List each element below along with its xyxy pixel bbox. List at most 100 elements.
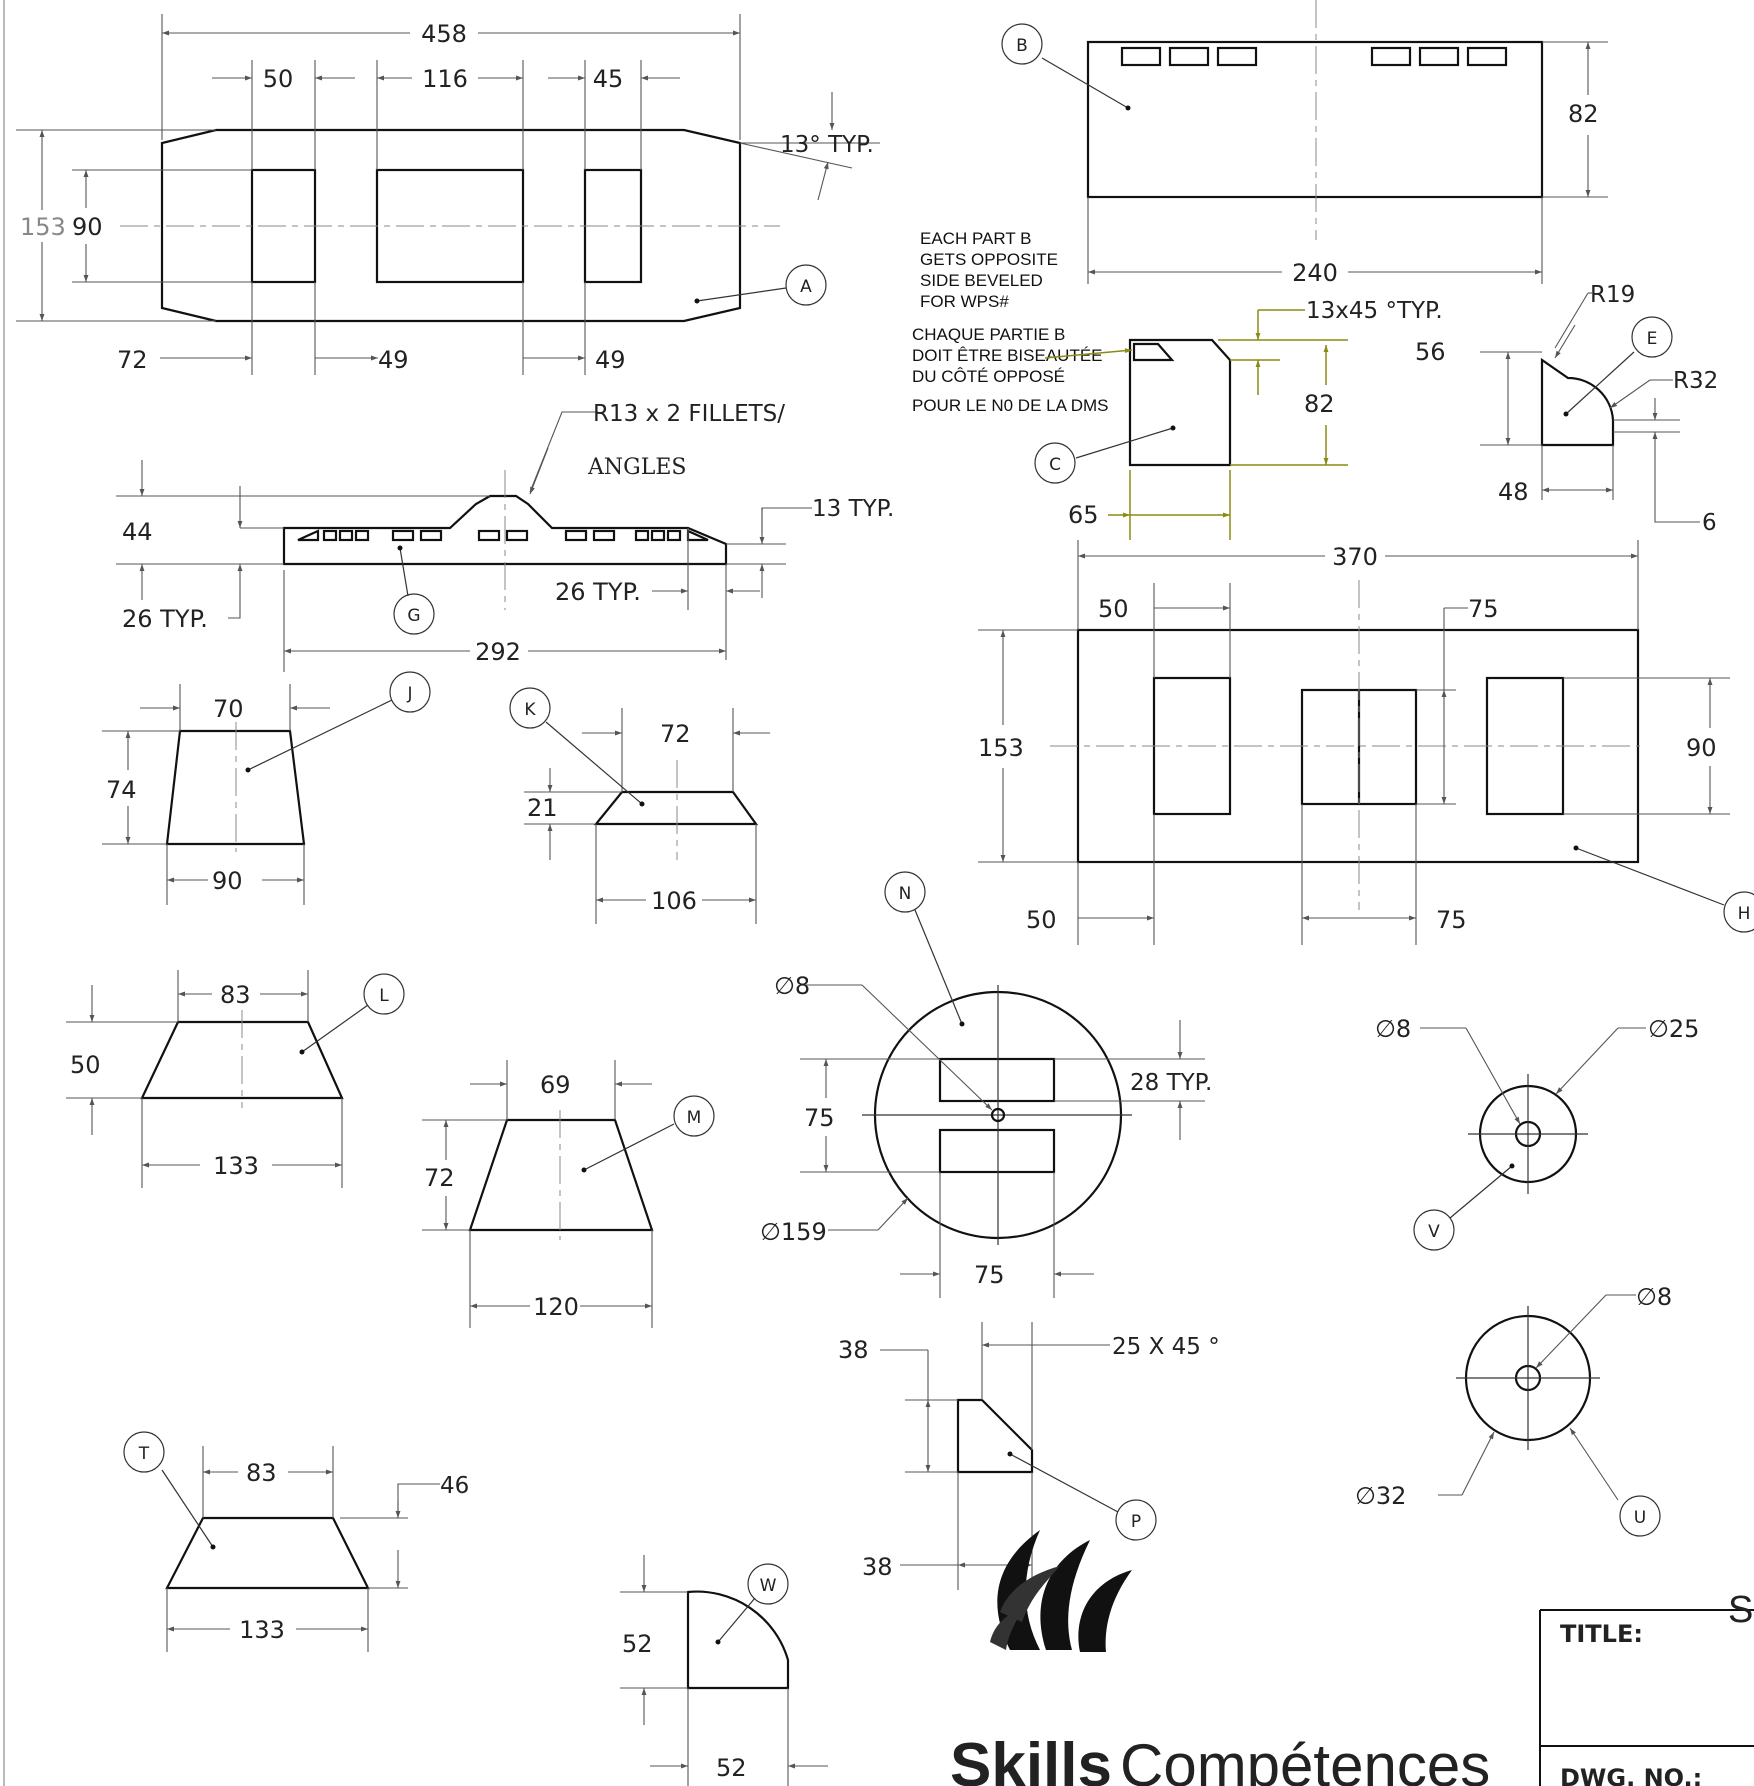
dim-j-74: 74 [106,776,137,804]
part-b-outline [1086,40,1544,199]
dim-c-chamfer: 13x45 °TYP. [1306,298,1443,324]
svg-text:N: N [899,884,912,904]
part-p: 38 25 X 45 ° 38 P [838,1322,1220,1590]
dim-c-65: 65 [1068,501,1099,529]
logo-text-skills: Skills [950,1731,1112,1786]
svg-text:C: C [1049,455,1061,475]
svg-text:M: M [687,1108,702,1128]
svg-text:H: H [1738,904,1751,924]
dim-a-458: 458 [421,20,467,48]
part-v: 83 46 133 T [123,1431,469,1652]
dim-e-6: 6 [1702,510,1717,536]
svg-text:T: T [138,1444,150,1464]
dim-u-dia: ∅32 [1355,1482,1406,1510]
svg-text:B: B [1016,36,1028,56]
logo-text-competences: Compétences [1120,1732,1490,1786]
callout-p [1115,1499,1157,1541]
dim-a-72: 72 [117,346,148,374]
dim-l-dia: ∅159 [760,1218,827,1246]
dim-a-49-left: 49 [378,346,409,374]
dim-p-38-bottom: 38 [862,1553,893,1581]
callout-a [785,264,827,306]
callout-j [389,671,431,713]
dim-k-72: 72 [660,720,691,748]
svg-text:G: G [407,606,420,626]
svg-text:DOIT ÊTRE BISEAUTÉE: DOIT ÊTRE BISEAUTÉE [912,346,1103,365]
dim-n-69: 69 [540,1071,571,1099]
dim-v-133: 133 [239,1616,285,1644]
svg-text:K: K [524,700,536,720]
part-a-outline [160,128,742,323]
dim-v-83: 83 [246,1459,277,1487]
dim-a-49-right: 49 [595,346,626,374]
svg-text:GETS OPPOSITE: GETS OPPOSITE [920,250,1058,269]
dim-t-dia: ∅25 [1648,1015,1699,1043]
dim-l-75-v: 75 [804,1104,835,1132]
dim-a-90: 90 [72,213,103,241]
dim-h-bottom-75: 75 [1436,906,1467,934]
dim-n-72: 72 [424,1164,455,1192]
callout-u [1619,1495,1661,1537]
dim-k-106: 106 [651,887,697,915]
part-a: 458 50 116 45 13° TYP. 153 90 72 49 49 [16,14,880,375]
part-h: 370 50 75 153 90 50 75 [978,540,1754,945]
part-k: 72 21 106 K [509,687,770,924]
dim-u-hole: ∅8 [1636,1283,1672,1311]
callout-e [1631,316,1673,358]
dim-h-top-75: 75 [1468,595,1499,623]
dim-g-26-right: 26 TYP. [555,578,641,606]
callout-m [363,973,405,1015]
dim-e-48: 48 [1498,478,1529,506]
part-w-outline [686,1590,790,1690]
svg-text:L: L [379,986,389,1006]
part-m: 83 50 133 L [66,970,405,1188]
dim-b-82: 82 [1568,100,1599,128]
dim-h-153: 153 [978,734,1024,762]
dim-a-50: 50 [263,65,294,93]
callout-v [123,1431,165,1473]
dim-m-133: 133 [213,1152,259,1180]
part-k-outline [593,790,759,826]
svg-text:FOR WPS#: FOR WPS# [920,292,1009,311]
title-label: TITLE: [1560,1620,1643,1648]
callout-k [509,687,551,729]
callout-h [1723,891,1754,933]
dim-j-70: 70 [213,695,244,723]
svg-text:SIDE BEVELED: SIDE BEVELED [920,271,1043,290]
svg-text:POUR LE N0 DE LA DMS: POUR LE N0 DE LA DMS [912,396,1109,415]
dim-h-370: 370 [1332,543,1378,571]
svg-text:DU CÔTÉ OPPOSÉ: DU CÔTÉ OPPOSÉ [912,367,1065,386]
callout-w [747,1563,789,1605]
bevel-note: EACH PART B GETS OPPOSITE SIDE BEVELED F… [912,229,1109,415]
title-value-fragment: S [1728,1589,1753,1631]
part-b: 82 240 B [1001,0,1608,287]
dim-h-top-50: 50 [1098,595,1129,623]
skills-competences-logo: Skills Compétences [950,1530,1490,1786]
svg-text:A: A [800,277,812,297]
dim-c-82: 82 [1304,390,1335,418]
dim-k-21: 21 [527,794,558,822]
part-g-outline [282,494,728,566]
dim-g-44: 44 [122,518,153,546]
part-p-outline [956,1398,1034,1474]
svg-text:V: V [1428,1222,1440,1242]
part-w: 52 52 W [620,1555,828,1786]
part-c-outline [1128,338,1232,467]
dim-m-50: 50 [70,1051,101,1079]
callout-t [1413,1209,1455,1251]
dim-e-56: 56 [1415,338,1446,366]
dim-m-83: 83 [220,981,251,1009]
dim-l-hole: ∅8 [774,972,810,1000]
dim-j-90: 90 [212,867,243,895]
dim-n-120: 120 [533,1293,579,1321]
callout-b [1001,23,1043,65]
part-j: 70 74 90 J [102,671,431,905]
part-e: 56 48 R19 R32 6 E [1415,282,1718,536]
dim-e-r32: R32 [1673,368,1718,394]
callout-g [393,593,435,635]
callout-n [673,1095,715,1137]
dim-b-240: 240 [1292,259,1338,287]
dim-a-angle: 13° TYP. [780,132,874,158]
dim-w-52-h: 52 [716,1754,747,1782]
